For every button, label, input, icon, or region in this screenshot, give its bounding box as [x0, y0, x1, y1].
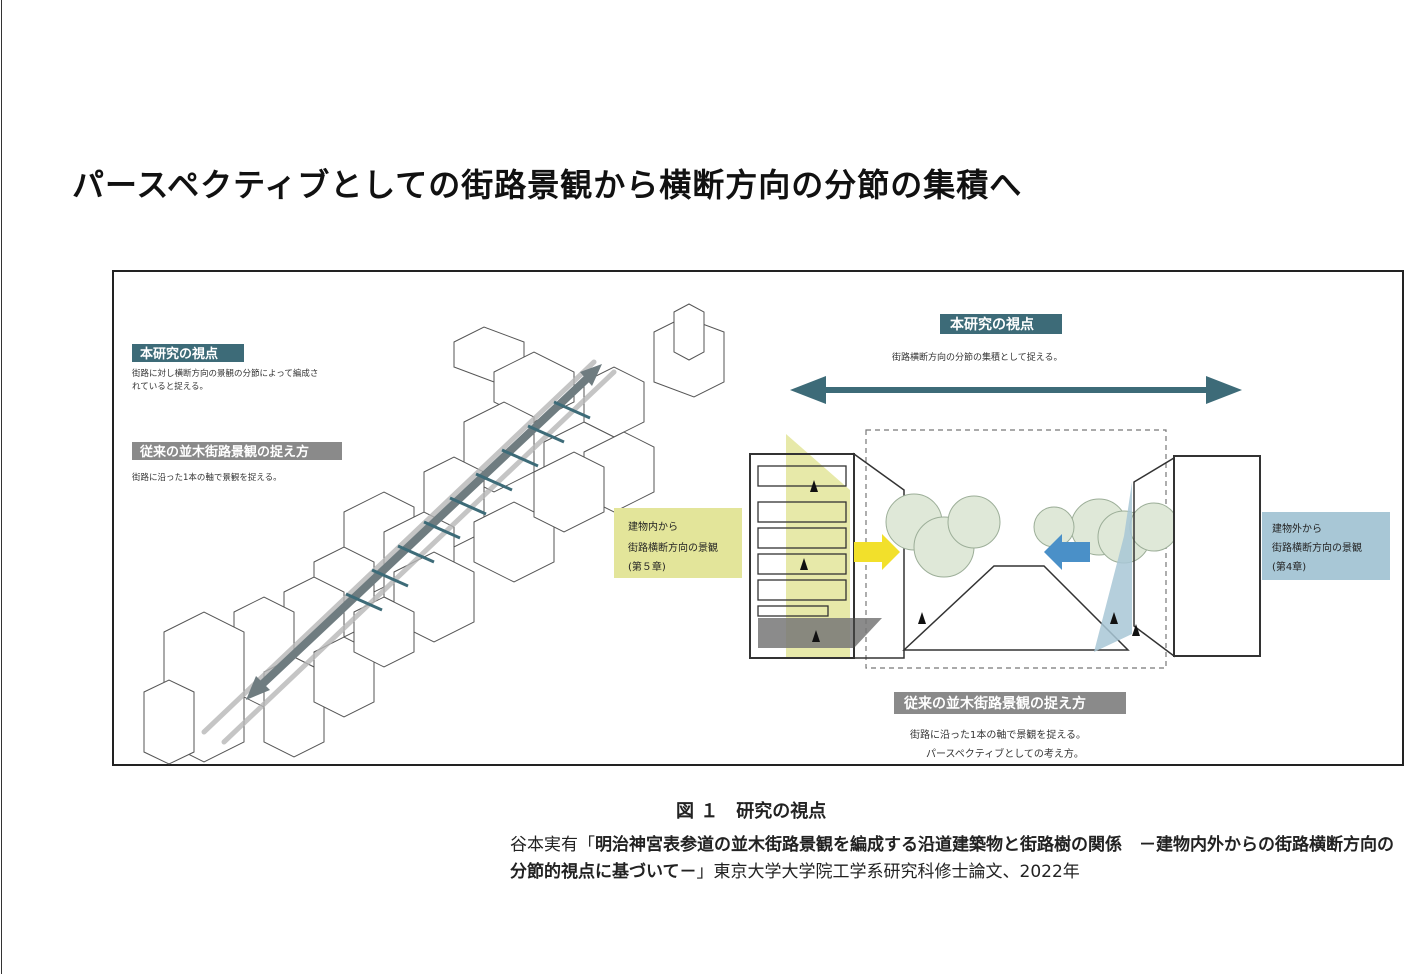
inside-view-arrow — [854, 534, 900, 570]
figure-caption: 図 １ 研究の視点 — [676, 801, 827, 822]
street-trees — [885, 493, 1179, 578]
left-new-view-desc-1: 街路に対し横断方向の景観の分節によって編成さ — [132, 368, 318, 379]
left-building-floors — [757, 465, 847, 617]
outside-view-line-2: 街路横断方向の景観 — [1272, 541, 1362, 554]
right-old-view-desc-1: 街路に沿った1本の軸で景観を捉える。 — [910, 728, 1086, 741]
outside-view-blue-plane — [1094, 482, 1132, 652]
inside-view-line-3: (第５章) — [628, 560, 666, 573]
left-new-view-label-bg — [132, 344, 244, 362]
cross-arrow-head-left — [790, 376, 826, 404]
road-perspective — [902, 565, 1130, 651]
street-axis-arrow-head-far — [580, 364, 602, 386]
right-building — [1173, 455, 1261, 657]
inside-view-yellow-plane — [786, 434, 850, 658]
inside-view-box — [614, 508, 742, 578]
right-old-view-desc-2: パースペクティブとしての考え方。 — [926, 747, 1084, 760]
right-panel: 本研究の視点 街路横断方向の分節の集積として捉える。 — [614, 314, 1390, 760]
citation-close-quote: 」 — [696, 862, 714, 882]
left-old-view-label: 従来の並木街路景観の捉え方 — [139, 444, 309, 460]
slide-title: パースペクティブとしての街路景観から横断方向の分節の集積へ — [72, 166, 1023, 204]
outside-view-line-3: (第4章) — [1272, 560, 1306, 573]
street-axis-arrow — [251, 369, 597, 695]
left-building-ground-floor — [758, 618, 882, 648]
inside-view-line-1: 建物内から — [628, 520, 678, 533]
axonometric-buildings — [143, 303, 725, 765]
right-new-view-desc: 街路横断方向の分節の集積として捉える。 — [892, 351, 1062, 363]
outside-view-line-1: 建物外から — [1272, 522, 1322, 535]
right-new-view-label-bg — [940, 314, 1062, 334]
left-new-view-desc-2: れていると捉える。 — [132, 381, 208, 392]
citation-title: 明治神宮表参道の並木街路景観を編成する沿道建築物と街路樹の関係 －建物内外からの… — [510, 835, 1394, 882]
left-panel: 本研究の視点 街路に対し横断方向の景観の分節によって編成さ れていると捉える。 … — [132, 303, 725, 765]
right-new-view-label: 本研究の視点 — [950, 316, 1034, 333]
left-building-side — [853, 452, 905, 659]
right-old-view-label: 従来の並木街路景観の捉え方 — [903, 695, 1086, 712]
citation: 谷本実有「明治神宮表参道の並木街路景観を編成する沿道建築物と街路樹の関係 －建物… — [510, 832, 1400, 886]
inside-view-line-2: 街路横断方向の景観 — [628, 541, 718, 554]
outside-view-box — [1262, 512, 1390, 580]
right-old-view-label-bg — [894, 692, 1126, 714]
left-new-view-label: 本研究の視点 — [140, 346, 218, 362]
citation-source: 東京大学大学院工学系研究科修士論文、2022年 — [713, 862, 1080, 882]
cross-section-arrows — [345, 400, 591, 612]
citation-open-quote: 「 — [578, 835, 595, 855]
left-old-view-desc: 街路に沿った1本の軸で景観を捉える。 — [132, 472, 282, 483]
research-viewpoint-figure: 本研究の視点 街路に対し横断方向の景観の分節によって編成さ れていると捉える。 … — [112, 270, 1404, 766]
outside-view-arrow — [1044, 534, 1090, 570]
people-figures — [800, 480, 1140, 642]
left-old-view-label-bg — [132, 442, 342, 460]
citation-author: 谷本実有 — [510, 835, 578, 855]
figure-drawing: 本研究の視点 街路に対し横断方向の景観の分節によって編成さ れていると捉える。 … — [132, 303, 1390, 765]
street-axis-arrow-head-near — [246, 676, 270, 700]
page-left-border — [1, 0, 2, 974]
cross-arrow-head-right — [1206, 376, 1242, 404]
